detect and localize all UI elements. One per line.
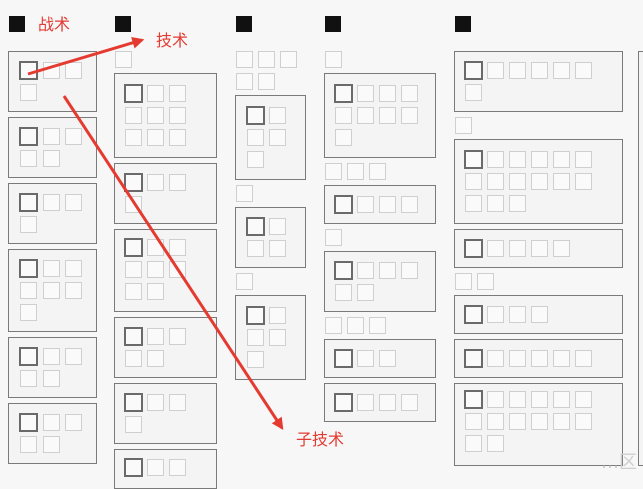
technique-card — [114, 229, 217, 312]
technique-cell — [280, 51, 297, 68]
technique-cell — [347, 163, 364, 180]
technique-cell — [325, 229, 342, 246]
technique-card — [324, 383, 436, 422]
tactic-header-1 — [9, 16, 25, 32]
technique-card — [114, 449, 217, 489]
technique-card — [324, 339, 436, 378]
watermark: …区 — [601, 452, 637, 473]
tactic-label: 战术 — [38, 15, 71, 34]
technique-cell — [369, 317, 386, 334]
technique-cell — [369, 163, 386, 180]
technique-card — [8, 51, 97, 112]
technique-card — [454, 51, 623, 112]
technique-cell — [325, 51, 342, 68]
technique-card — [324, 185, 436, 224]
technique-card — [114, 317, 217, 378]
technique-card — [8, 337, 97, 398]
technique-card-partial — [638, 51, 643, 466]
technique-card — [8, 183, 97, 244]
technique-cell — [115, 51, 132, 68]
technique-cell — [325, 317, 342, 334]
subtechnique-label: 子技术 — [296, 430, 345, 449]
technique-label: 技术 — [156, 31, 189, 50]
technique-cell — [236, 185, 253, 202]
tactic-header-3 — [236, 16, 252, 32]
technique-card — [324, 73, 436, 158]
technique-cell — [236, 51, 253, 68]
technique-cell — [258, 73, 275, 90]
attack-matrix-diagram: 战术 技术 子技术 …区 — [8, 15, 643, 489]
technique-card — [235, 207, 306, 268]
technique-card — [114, 383, 217, 444]
technique-card — [454, 139, 623, 224]
technique-card — [454, 295, 623, 334]
technique-card — [324, 251, 436, 312]
technique-card — [454, 339, 623, 378]
technique-card — [114, 73, 217, 158]
technique-cell — [236, 273, 253, 290]
technique-cell — [236, 73, 253, 90]
technique-card — [454, 383, 623, 466]
tactic-header-2 — [115, 16, 131, 32]
tactic-header-5 — [455, 16, 471, 32]
tactic-header-4 — [325, 16, 341, 32]
technique-cell — [347, 317, 364, 334]
technique-card — [114, 163, 217, 224]
technique-card — [8, 249, 97, 332]
technique-card — [454, 229, 623, 268]
technique-card — [235, 95, 306, 180]
technique-cell — [325, 163, 342, 180]
technique-cell — [258, 51, 275, 68]
technique-card — [235, 295, 306, 380]
technique-card — [8, 117, 97, 178]
technique-cell — [455, 117, 472, 134]
technique-card — [8, 403, 97, 464]
technique-cell — [455, 273, 472, 290]
technique-cell — [477, 273, 494, 290]
